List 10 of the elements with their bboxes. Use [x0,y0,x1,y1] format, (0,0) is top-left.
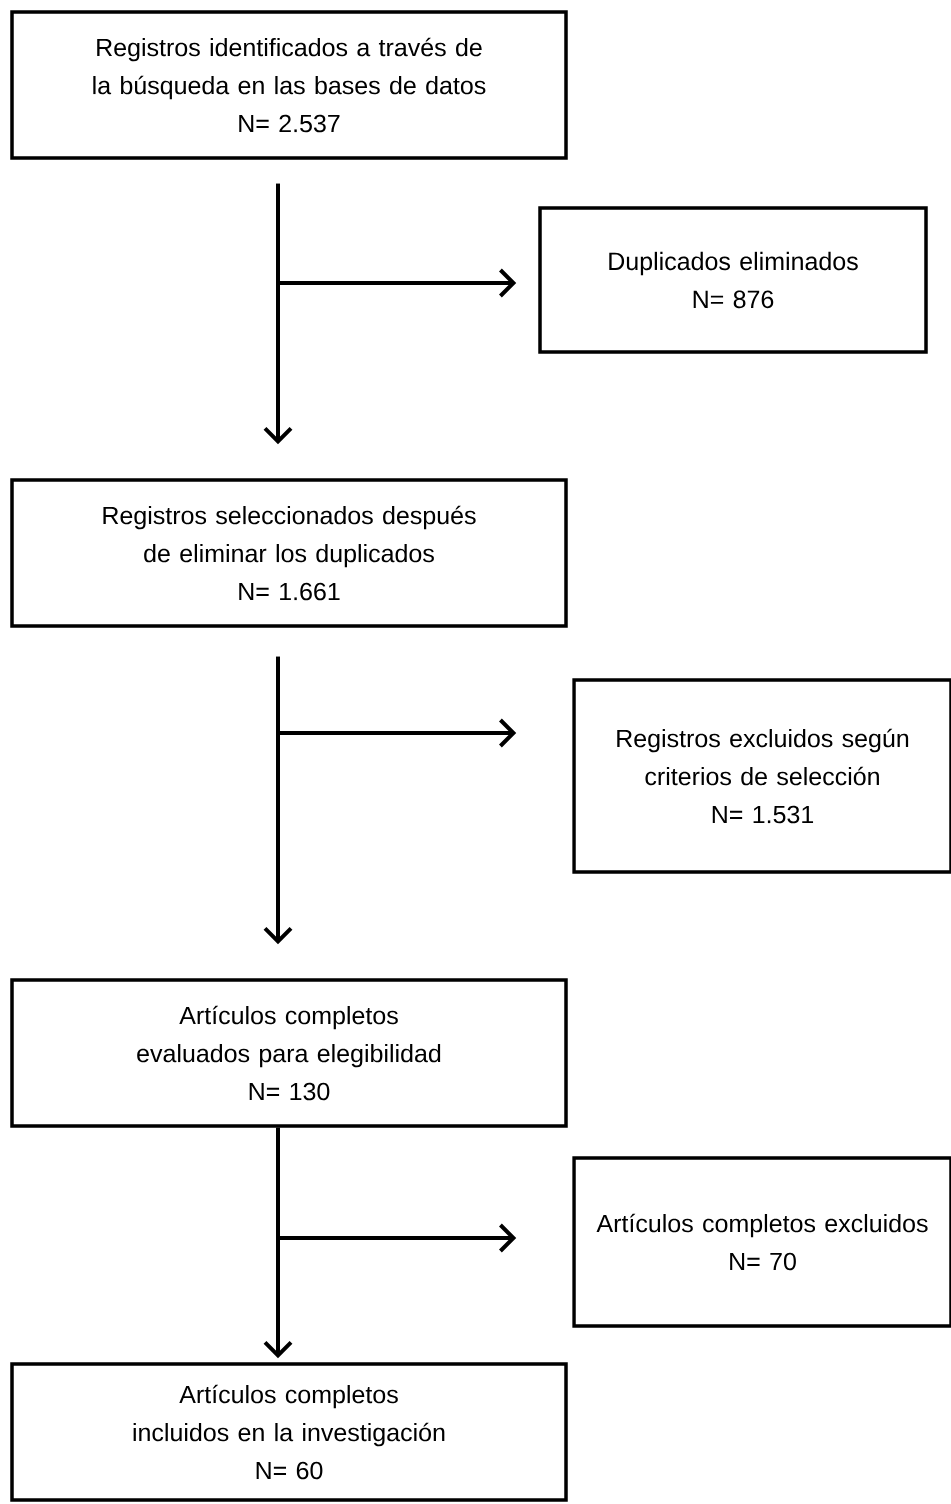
process-box: Artículos completos evaluados para elegibilidad N= 130 [10,978,568,1128]
process-box: Artículos completos incluidos en la investigación N= 60 [10,1362,568,1502]
process-box: Registros identificados a través de la búsqueda en las bases de datos N= 2.537 [10,10,568,160]
process-box: Artículos completos excluidos N= 70 [572,1156,951,1328]
arrow [263,656,293,945]
arrow [263,1127,293,1359]
arrow [263,183,293,445]
process-box: Registros seleccionados después de eliminar los duplicados N= 1.661 [10,478,568,628]
process-box: Duplicados eliminados N= 876 [538,206,928,354]
process-box: Registros excluidos según criterios de selección N= 1.531 [572,678,951,874]
